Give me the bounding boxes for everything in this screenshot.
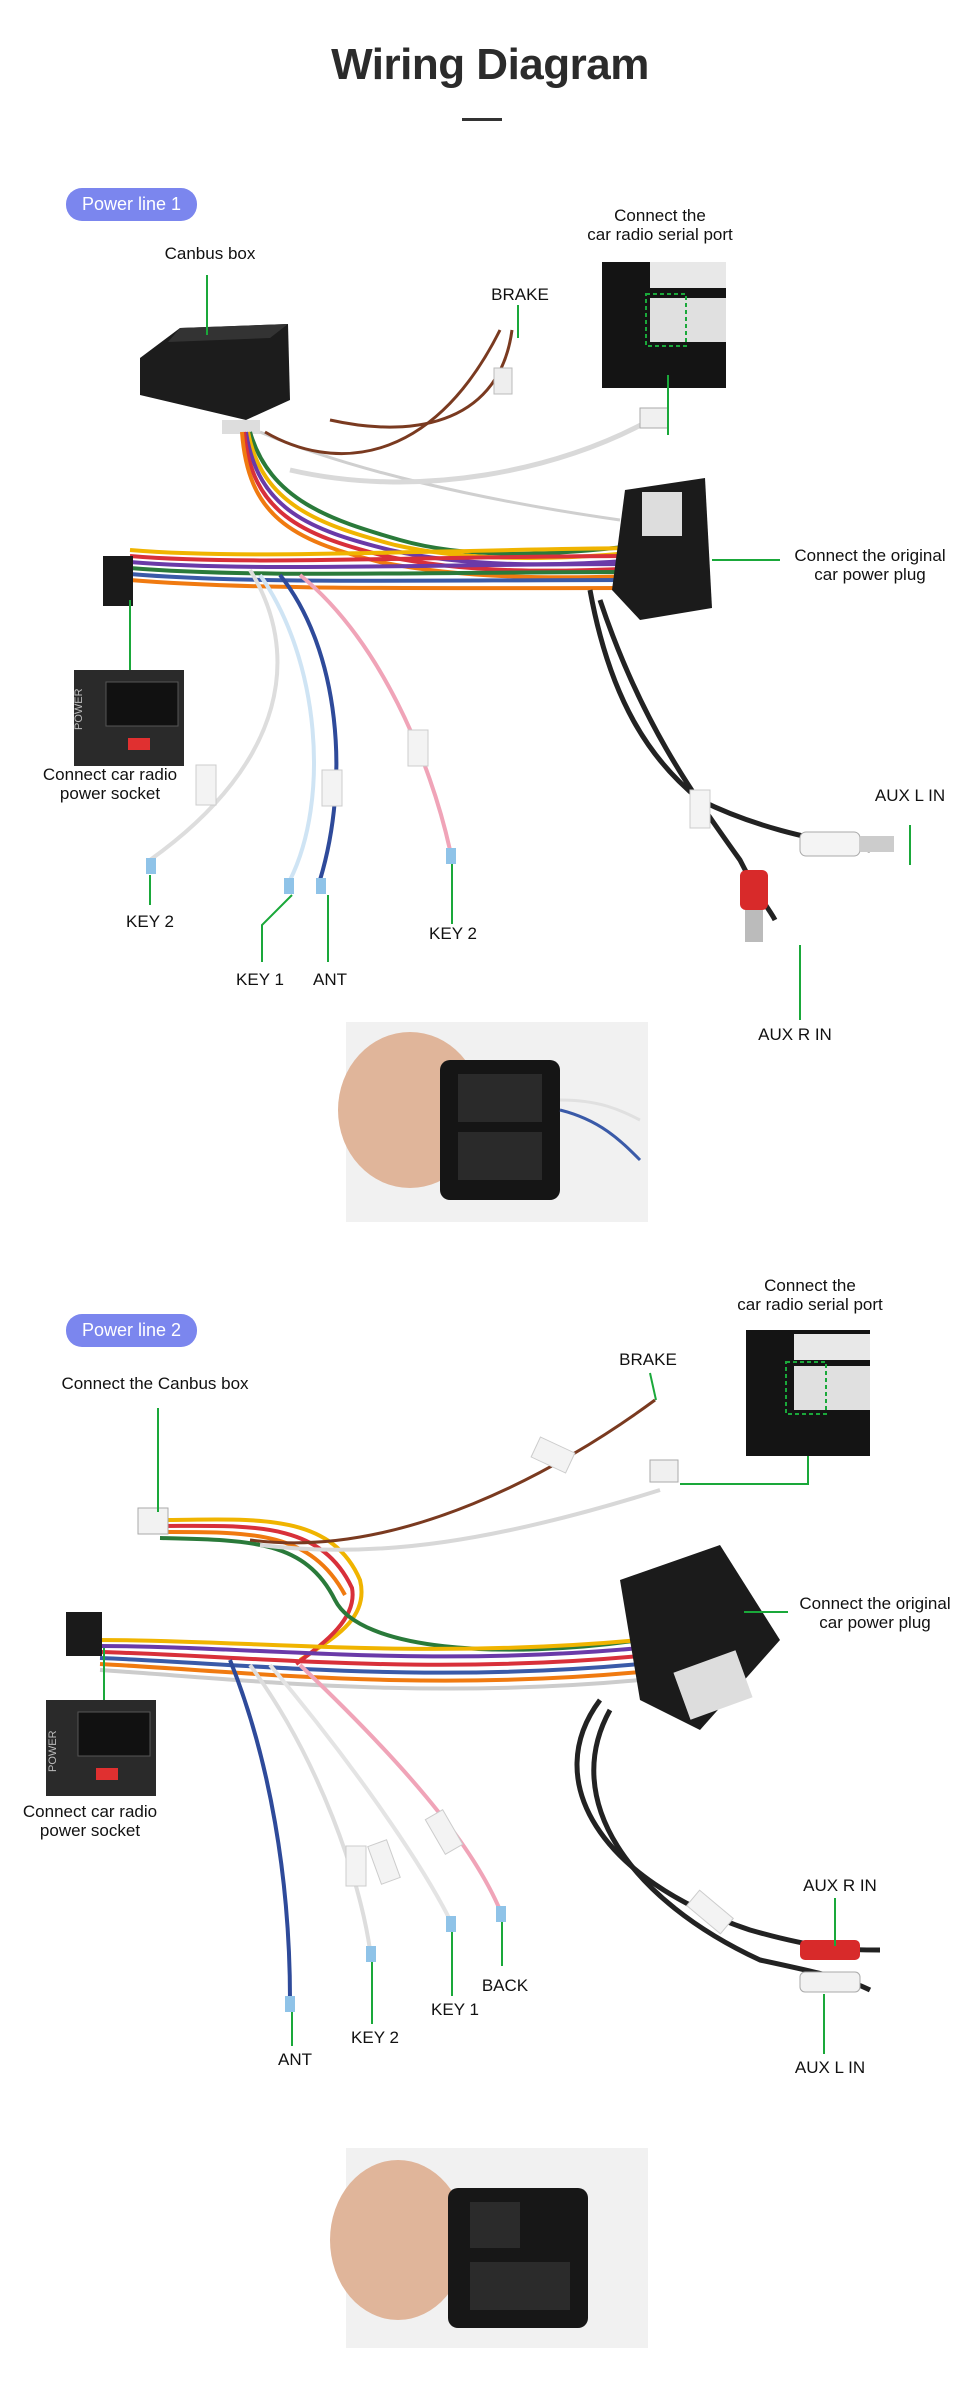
key2-tag-2: [345, 1845, 367, 1887]
aux-r-label-1: AUX R IN: [758, 1025, 832, 1044]
key2-left-wire: [148, 568, 280, 862]
key1-label-1: KEY 1: [236, 970, 284, 989]
back-wire-2: [298, 1663, 502, 1911]
iso-connector-1: [103, 556, 133, 606]
wire-bundle-2: [99, 1398, 661, 1691]
brake-tag-2: [530, 1436, 576, 1474]
wire-tip: [366, 1946, 376, 1962]
wire-tip: [285, 1996, 295, 2012]
aux-cable-2a: [574, 1698, 881, 1953]
ant-wire-2: [228, 1659, 292, 2001]
wire-tip: [316, 878, 326, 894]
title-underline: [462, 118, 502, 121]
serial-port-photo-1: [602, 262, 726, 388]
back-label-2: BACK: [481, 1976, 529, 1995]
key2-tag-1: [195, 764, 217, 806]
power-line-1-badge: Power line 1: [66, 188, 198, 221]
aux-tag-1: [689, 789, 711, 829]
aux-r-rca-1: [740, 870, 768, 942]
key1-wire: [258, 573, 316, 881]
aux-l-rca-1: [799, 831, 894, 857]
brake-label-1: BRAKE: [491, 285, 549, 304]
aux-r-rca-2: [800, 1940, 860, 1960]
power-line-2-badge: Power line 2: [66, 1314, 198, 1347]
ant-label-1: ANT: [313, 970, 347, 989]
wire-tip: [284, 878, 294, 894]
back-tag-2: [424, 1808, 464, 1856]
aux-cable-2b: [591, 1708, 872, 1993]
key2-right-wire: [298, 573, 452, 851]
aux-l-label-2: AUX L IN: [794, 2058, 866, 2077]
aux-tag-2: [686, 1889, 734, 1935]
canbus-plug-2: [137, 1507, 169, 1535]
aux-l-rca-2: [799, 1971, 861, 1993]
canbus-box-label: Canbus box: [164, 244, 256, 263]
key2-label-2: KEY 2: [351, 2028, 399, 2047]
ant-wire: [278, 573, 339, 881]
key1-tag-2: [367, 1839, 401, 1885]
ant-tag-1: [321, 769, 343, 807]
ant-label-2: ANT: [278, 2050, 312, 2069]
wire-tip: [446, 848, 456, 864]
socket-label-1: POWER: [73, 688, 85, 730]
serial-plug-2: [649, 1459, 679, 1483]
quadlock-connector-photo: [330, 2148, 648, 2348]
wire-tip: [446, 1916, 456, 1932]
canbus-label-2: Connect the Canbus box: [61, 1374, 249, 1393]
aux-cable-l: [587, 589, 871, 853]
brake-wire: [329, 329, 514, 429]
page-title: Wiring Diagram: [331, 40, 649, 89]
iso-connector-2: [66, 1612, 102, 1656]
aux-l-label-1: AUX L IN: [874, 786, 946, 805]
brake-label-2: BRAKE: [619, 1350, 677, 1369]
power-socket-photo-2: [46, 1700, 156, 1796]
key1-wire-2: [268, 1663, 452, 1921]
brake-tag: [493, 367, 513, 395]
key1-label-2: KEY 1: [431, 2000, 479, 2019]
leader-lines-2: [103, 1372, 836, 2054]
power-socket-photo-1: [74, 670, 184, 766]
wire-tip: [146, 858, 156, 874]
original-power-plug-2: [620, 1545, 780, 1730]
wiring-diagram-1: POWER: [73, 262, 911, 1020]
original-power-plug-1: [612, 478, 712, 620]
serial-plug: [639, 407, 669, 429]
leader-lines-1: [129, 275, 911, 1020]
wire-bundle-1: [129, 329, 641, 591]
socket-label-2: POWER: [47, 1730, 59, 1772]
wire-tip: [496, 1906, 506, 1922]
serial-cable: [289, 417, 652, 485]
key2-left-label: KEY 2: [126, 912, 174, 931]
key2-right-label: KEY 2: [429, 924, 477, 943]
canbus-box: [140, 324, 290, 434]
serial-port-photo-2: [746, 1330, 870, 1456]
aux-r-label-2: AUX R IN: [803, 1876, 877, 1895]
key2-wire-2: [248, 1663, 372, 1951]
key2r-tag-1: [407, 729, 429, 767]
